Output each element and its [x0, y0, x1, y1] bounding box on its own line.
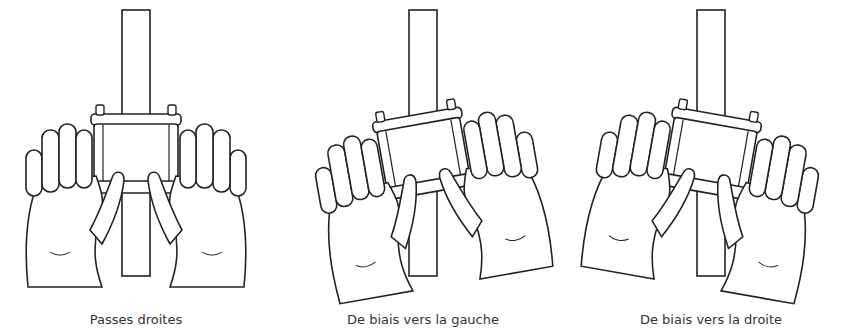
hands: [579, 105, 824, 304]
tool-body: [89, 105, 183, 193]
panel-caption: De biais vers la gauche: [303, 312, 543, 328]
hands: [310, 105, 555, 304]
panel-caption: Passes droites: [16, 312, 256, 328]
panel-caption: De biais vers la droite: [591, 312, 831, 328]
hands: [26, 124, 246, 287]
